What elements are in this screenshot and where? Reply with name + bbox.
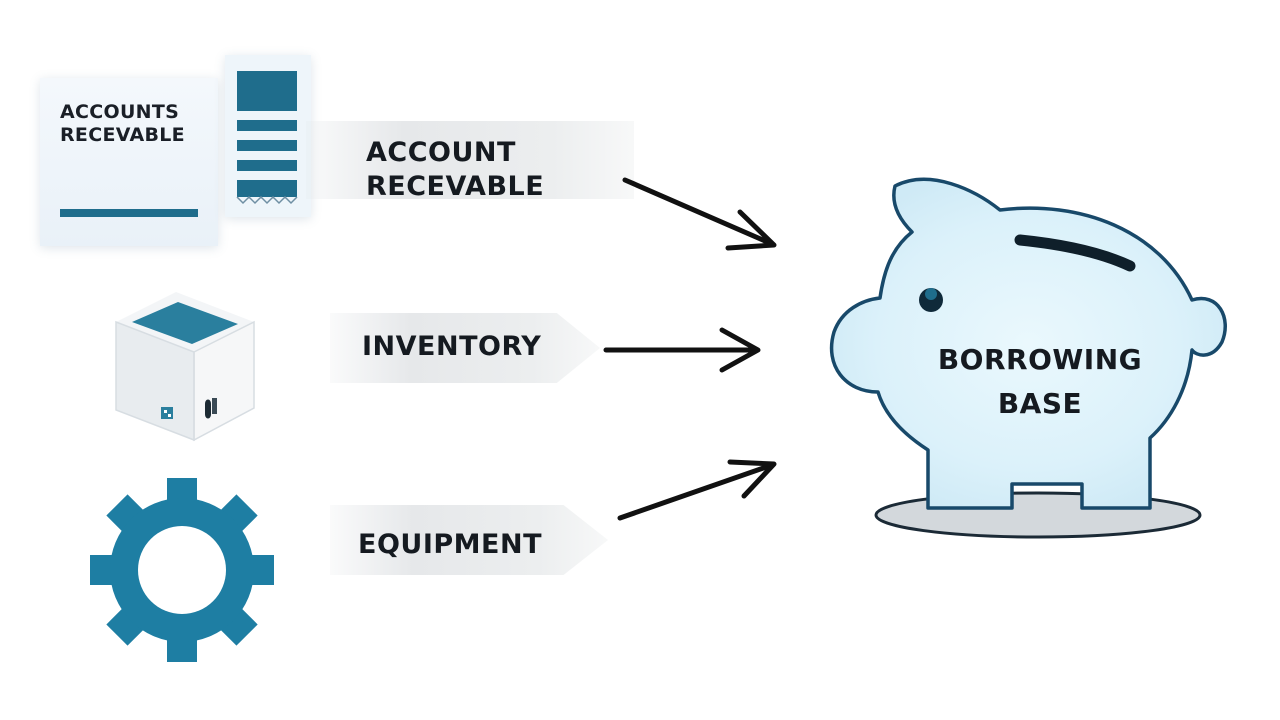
borrowing-base-label-line1: BORROWING <box>937 343 1143 376</box>
document-title: ACCOUNTS RECEVABLE <box>60 101 185 146</box>
arrow-equipment <box>617 459 777 521</box>
borrowing-base-label-line2: BASE <box>997 387 1083 420</box>
label-banner-inventory <box>330 313 600 383</box>
document-underline <box>60 209 198 217</box>
label-banner-account-receivable <box>306 121 634 199</box>
equipment-label: EQUIPMENT <box>358 529 542 560</box>
inventory-label: INVENTORY <box>362 331 542 362</box>
receipt-icon <box>225 55 311 217</box>
equipment-gear-icon <box>90 478 274 662</box>
accounts-receivable-document-icon <box>40 78 218 246</box>
piggy-bank-icon <box>829 177 1227 539</box>
borrowing-base-label: BORROWING BASE <box>900 338 1180 426</box>
arrow-inventory <box>603 327 761 373</box>
arrow-account-receivable <box>622 177 777 251</box>
account-receivable-label: ACCOUNT RECEVABLE <box>366 137 545 202</box>
label-banner-equipment <box>330 505 608 575</box>
inventory-box-icon <box>115 292 255 442</box>
